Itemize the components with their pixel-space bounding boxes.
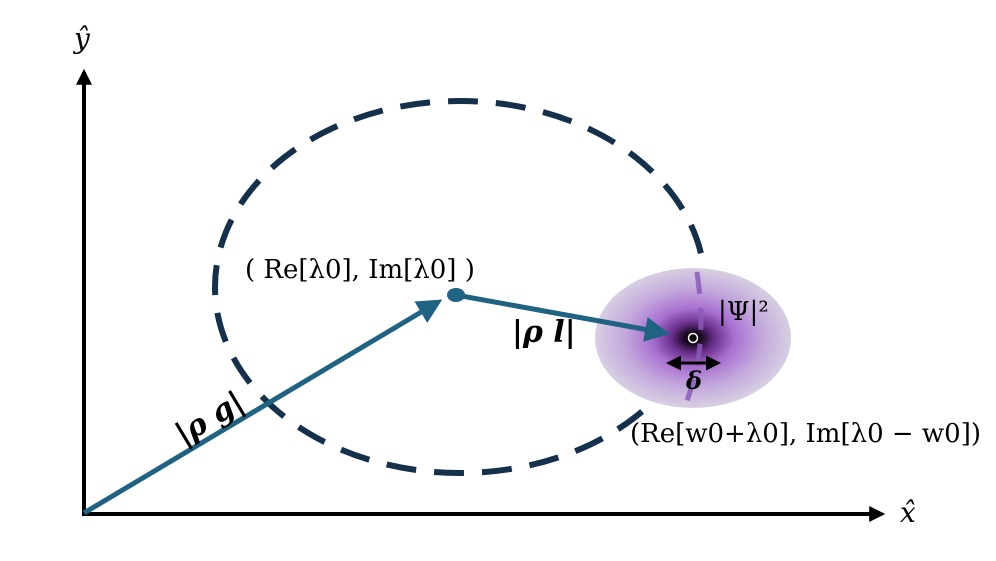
rho-l-vector <box>455 292 670 342</box>
lambda0-label: ( Re[λ0], Im[λ0] ) <box>245 255 475 285</box>
vortex-core-ring <box>687 332 699 344</box>
rho-g-label: |ρ g| <box>169 385 250 453</box>
rho-g-vector <box>82 299 443 516</box>
vortex-core-dot <box>691 336 695 340</box>
x-axis-label: x̂ <box>900 496 916 529</box>
rho-l-label: |ρ l| <box>512 315 576 350</box>
target-point-label: (Re[w0+λ0], Im[λ0 − w0]) <box>630 419 981 449</box>
y-axis-label: ŷ <box>72 22 91 55</box>
delta-label: δ <box>685 366 702 395</box>
psi-squared-label: |Ψ|² <box>718 297 769 327</box>
